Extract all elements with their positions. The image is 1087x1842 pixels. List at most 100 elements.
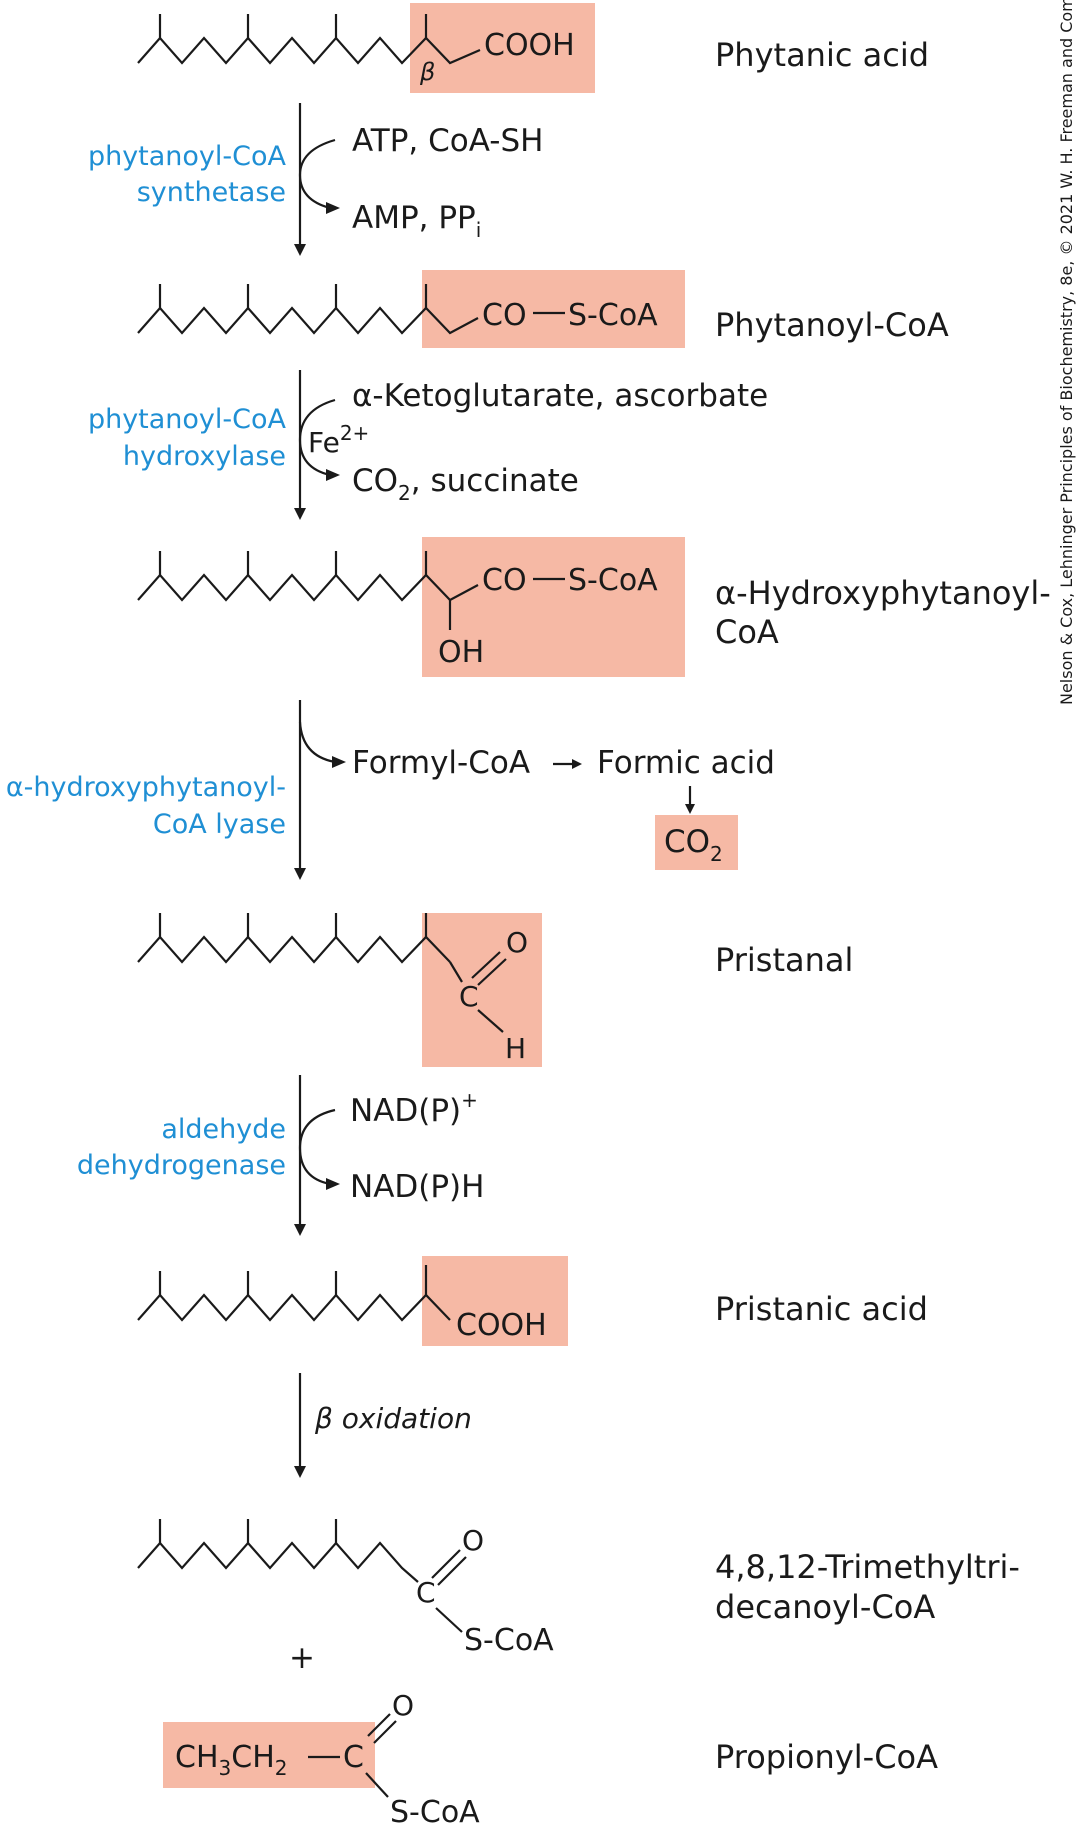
co-group: CO <box>482 298 527 333</box>
oxygen-atom: O <box>462 1524 484 1557</box>
oxygen-atom: O <box>392 1689 414 1722</box>
copyright-credit: Nelson & Cox, Lehninger Principles of Bi… <box>1057 0 1076 705</box>
aldehyde-h-bond <box>477 1009 504 1033</box>
compound-trimethyl: decanoyl-CoA <box>715 1588 935 1626</box>
cofactor-in-text: NAD(P) <box>350 1093 461 1129</box>
cofactor-out-text: AMP, PP <box>352 200 476 236</box>
thioester-bond <box>365 1772 389 1798</box>
scoa-group: S-CoA <box>390 1795 480 1830</box>
scoa-group: S-CoA <box>568 563 658 598</box>
cofactor-out-sub: i <box>476 218 482 242</box>
cofactor-in: ATP, CoA-SH <box>352 123 543 159</box>
highlight-box <box>422 1256 568 1346</box>
ethyl-group: CH3CH2 <box>175 1740 288 1780</box>
cofactor-in: α-Ketoglutarate, ascorbate <box>352 378 768 414</box>
highlight-box <box>410 3 595 93</box>
compound-trimethyl: 4,8,12-Trimethyltri- <box>715 1548 1020 1586</box>
co-group: CO <box>482 563 527 598</box>
arrowhead <box>326 202 340 214</box>
iron-charge: 2+ <box>340 421 369 445</box>
cofactor-curve <box>298 138 336 210</box>
formyl-coa: Formyl-CoA <box>352 745 530 781</box>
thioester-bond <box>435 1607 463 1633</box>
double-bond <box>471 951 501 979</box>
cofactor-in: NAD(P)+ <box>350 1088 478 1129</box>
highlight-box <box>422 913 542 1067</box>
compound-phytanoyl-coa: Phytanoyl-CoA <box>715 306 949 344</box>
carbon-atom: C <box>459 980 479 1013</box>
arrowhead <box>326 1178 340 1190</box>
arrowhead <box>294 1466 306 1478</box>
cofactor-out-sub: 2 <box>398 481 411 505</box>
arrowhead <box>332 756 346 768</box>
arrowhead <box>294 244 306 256</box>
double-bond <box>437 1556 467 1586</box>
enzyme-label: phytanoyl-CoA <box>88 141 287 172</box>
arrowhead <box>685 804 695 814</box>
cofactor-curve <box>298 721 336 764</box>
enzyme-label: phytanoyl-CoA <box>88 404 287 435</box>
beta-oxidation-label: β oxidation <box>314 1402 472 1435</box>
cofactor-in-charge: + <box>461 1088 478 1112</box>
scoa-group: S-CoA <box>464 1623 554 1658</box>
pristanal-chain <box>137 935 451 964</box>
compound-pristanal: Pristanal <box>715 941 853 979</box>
cofactor-out: CO2, succinate <box>352 463 579 505</box>
co2-text: CO <box>664 824 710 860</box>
arrowhead <box>294 1224 306 1236</box>
enzyme-label: CoA lyase <box>153 809 286 840</box>
highlight-box <box>422 537 685 677</box>
compound-phytanic-acid: Phytanic acid <box>715 36 929 74</box>
arrowhead <box>294 508 306 520</box>
phytanic-chain <box>137 36 481 65</box>
iron-cofactor: Fe2+ <box>308 421 369 459</box>
scoa-group: S-CoA <box>568 298 658 333</box>
carbon-atom: C <box>343 1740 364 1775</box>
double-bond <box>431 1549 461 1579</box>
enzyme-label: synthetase <box>137 177 286 208</box>
highlight-box <box>655 815 738 870</box>
arrowhead <box>572 759 582 769</box>
carbon-atom: C <box>416 1576 436 1609</box>
enzyme-label: dehydrogenase <box>77 1150 286 1181</box>
cofactor-out-rest: , succinate <box>411 463 579 499</box>
co2-product: CO2 <box>664 824 723 866</box>
co2-sub: 2 <box>710 842 723 866</box>
cofactor-out: NAD(P)H <box>350 1169 484 1205</box>
ch3-text: CH <box>175 1740 219 1775</box>
trimethyl-chain <box>137 1541 419 1583</box>
double-bond <box>367 1713 391 1737</box>
ch2-text: CH <box>231 1740 275 1775</box>
compound-alpha-hydroxy: α-Hydroxyphytanoyl- <box>715 574 1051 612</box>
beta-symbol: β oxidation <box>314 1402 472 1435</box>
pristanic-chain <box>137 1293 451 1322</box>
enzyme-label: aldehyde <box>161 1114 286 1145</box>
cofactor-out: AMP, PPi <box>352 200 481 242</box>
compound-propionyl-coa: Propionyl-CoA <box>715 1738 938 1776</box>
formic-acid: Formic acid <box>597 745 775 781</box>
beta-label: β <box>419 58 435 86</box>
compound-pristanic-acid: Pristanic acid <box>715 1290 928 1328</box>
arrowhead <box>326 469 340 481</box>
cofactor-out-text: CO <box>352 463 398 499</box>
ch2-sub: 2 <box>275 1756 288 1780</box>
iron-text: Fe <box>308 426 340 459</box>
cooh-group: COOH <box>456 1308 547 1343</box>
compound-alpha-hydroxy: CoA <box>715 613 779 651</box>
enzyme-label: hydroxylase <box>123 441 286 472</box>
hydroxy-chain <box>137 573 479 602</box>
enzyme-label: α-hydroxyphytanoyl- <box>6 772 286 803</box>
carbonyl-carbon-bond <box>449 961 463 983</box>
phytanoyl-chain <box>137 306 479 335</box>
oh-group: OH <box>438 635 484 670</box>
cofactor-curve <box>298 398 336 477</box>
ch3-sub: 3 <box>219 1756 232 1780</box>
hydrogen-atom: H <box>505 1032 526 1065</box>
double-bond <box>477 958 507 986</box>
oxygen-atom: O <box>506 926 528 959</box>
cooh-group: COOH <box>484 28 575 63</box>
highlight-box <box>422 270 685 348</box>
highlight-box <box>163 1722 375 1788</box>
cofactor-curve <box>298 1108 336 1186</box>
